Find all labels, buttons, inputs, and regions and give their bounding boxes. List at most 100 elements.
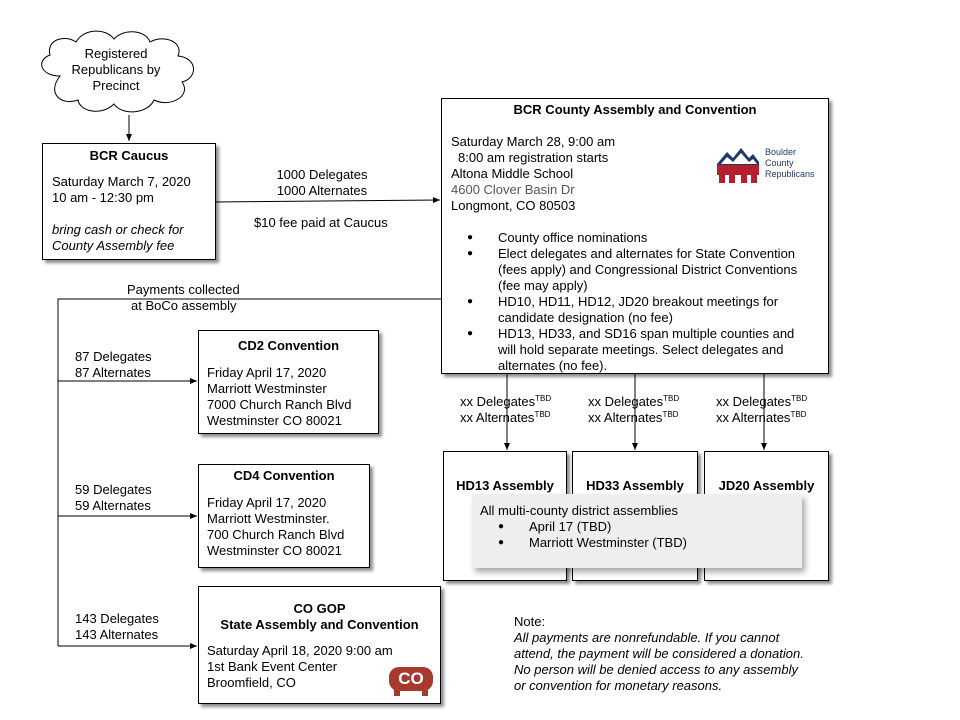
caucus-delegate-counts: 1000 Delegates 1000 Alternates bbox=[260, 167, 384, 199]
state-title: State Assembly and Convention bbox=[220, 617, 419, 632]
multi-county-item-text: Marriott Westminster (TBD) bbox=[529, 535, 687, 550]
delegates-count: 87 Delegates bbox=[75, 349, 152, 364]
agenda-line: HD10, HD11, HD12, JD20 breakout meetings… bbox=[498, 294, 779, 309]
agenda-line: Elect delegates and alternates for State… bbox=[498, 246, 796, 261]
delegates-count: 143 Delegates bbox=[75, 611, 159, 626]
payments-trunk-line bbox=[57, 298, 441, 646]
hd33-delegate-label: xx DelegatesTBD xx AlternatesTBD bbox=[588, 394, 679, 426]
bcr-logo: Boulder County Republicans bbox=[715, 144, 825, 186]
tbd-sup: TBD bbox=[663, 394, 680, 403]
alternates-count: 87 Alternates bbox=[75, 365, 151, 380]
agenda-line: County office nominations bbox=[498, 230, 648, 245]
delegates-label: xx Delegates bbox=[588, 394, 664, 409]
delegates-count: 59 Delegates bbox=[75, 482, 152, 497]
agenda-line: candidate designation (no fee) bbox=[498, 310, 673, 325]
cloud-label: Registered Republicans by Precinct bbox=[50, 46, 182, 94]
note-line: attend, the payment will be considered a… bbox=[514, 646, 804, 661]
alternates-count: 59 Alternates bbox=[75, 498, 151, 513]
cd2-line: Marriott Westminster bbox=[207, 381, 327, 396]
payments-label: Payments collected at BoCo assembly bbox=[127, 282, 240, 314]
agenda-item: HD10, HD11, HD12, JD20 breakout meetings… bbox=[451, 294, 819, 326]
cd4-line: Westminster CO 80021 bbox=[207, 543, 342, 558]
cd2-convention-box: CD2 Convention Friday April 17, 2020 Mar… bbox=[198, 330, 379, 434]
note-block: Note: All payments are nonrefundable. If… bbox=[514, 614, 804, 694]
caucus-fee-label: $10 fee paid at Caucus bbox=[254, 215, 388, 230]
tbd-sup: TBD bbox=[535, 394, 552, 403]
state-title: CO GOP bbox=[293, 601, 346, 616]
delegates-count: 1000 Delegates bbox=[276, 167, 368, 182]
county-assembly-agenda: County office nominations Elect delegate… bbox=[451, 230, 819, 374]
multi-county-callout: All multi-county district assemblies Apr… bbox=[472, 494, 802, 568]
cd4-convention-box: CD4 Convention Friday April 17, 2020 Mar… bbox=[198, 464, 370, 568]
jd20-title: JD20 Assembly bbox=[718, 478, 815, 493]
county-assembly-title: BCR County Assembly and Convention bbox=[513, 102, 757, 117]
county-assembly-box: BCR County Assembly and Convention Satur… bbox=[441, 98, 829, 374]
state-line: Saturday April 18, 2020 9:00 am bbox=[207, 643, 393, 658]
cd2-title: CD2 Convention bbox=[237, 338, 340, 353]
cd2-line: Westminster CO 80021 bbox=[207, 413, 342, 428]
multi-county-item-text: April 17 (TBD) bbox=[529, 519, 612, 534]
payments-line: Payments collected bbox=[127, 282, 240, 297]
caucus-date: Saturday March 7, 2020 bbox=[52, 174, 191, 189]
county-assembly-city: Longmont, CO 80503 bbox=[451, 198, 576, 213]
multi-county-list: April 17 (TBD) Marriott Westminster (TBD… bbox=[482, 519, 794, 551]
cd4-line: Marriott Westminster. bbox=[207, 511, 330, 526]
caucus-box: BCR Caucus Saturday March 7, 2020 10 am … bbox=[42, 143, 216, 260]
state-delegate-counts: 143 Delegates 143 Alternates bbox=[75, 611, 159, 643]
caucus-time: 10 am - 12:30 pm bbox=[52, 190, 154, 205]
payments-line: at BoCo assembly bbox=[131, 298, 237, 313]
state-line: 1st Bank Event Center bbox=[207, 659, 338, 674]
agenda-line: alternates (no fee). bbox=[498, 358, 608, 373]
tbd-sup: TBD bbox=[534, 410, 551, 419]
tbd-sup: TBD bbox=[790, 410, 807, 419]
note-line: or convention for monetary reasons. bbox=[514, 678, 723, 693]
cd2-delegate-counts: 87 Delegates 87 Alternates bbox=[75, 349, 152, 381]
hd33-title: HD33 Assembly bbox=[586, 478, 684, 493]
cd4-delegate-counts: 59 Delegates 59 Alternates bbox=[75, 482, 152, 514]
agenda-line: (fee may apply) bbox=[498, 278, 588, 293]
agenda-line: HD13, HD33, and SD16 span multiple count… bbox=[498, 326, 795, 341]
cd4-line: 700 Church Ranch Blvd bbox=[207, 527, 345, 542]
bcr-logo-line: Boulder bbox=[765, 147, 797, 157]
co-gop-logo: CO bbox=[388, 665, 434, 697]
hd13-title: HD13 Assembly bbox=[456, 478, 554, 493]
delegates-label: xx Delegates bbox=[716, 394, 792, 409]
alternates-label: xx Alternates bbox=[716, 410, 791, 425]
agenda-item: County office nominations bbox=[451, 230, 819, 246]
alternates-label: xx Alternates bbox=[588, 410, 663, 425]
delegates-label: xx Delegates bbox=[460, 394, 536, 409]
county-assembly-street: 4600 Clover Basin Dr bbox=[451, 182, 575, 197]
note-label: Note: bbox=[514, 614, 546, 629]
cd4-title: CD4 Convention bbox=[233, 468, 335, 483]
alternates-count: 143 Alternates bbox=[75, 627, 159, 642]
alternates-label: xx Alternates bbox=[460, 410, 535, 425]
bcr-logo-line: County bbox=[765, 158, 794, 168]
cloud-line: Republicans by bbox=[71, 62, 161, 77]
multi-county-item: Marriott Westminster (TBD) bbox=[482, 535, 794, 551]
agenda-item: HD13, HD33, and SD16 span multiple count… bbox=[451, 326, 819, 374]
tbd-sup: TBD bbox=[662, 410, 679, 419]
bcr-logo-line: Republicans bbox=[765, 169, 815, 179]
caucus-note: bring cash or check for bbox=[52, 222, 184, 237]
co-gop-elephant-logo-icon bbox=[389, 667, 433, 696]
cd2-line: 7000 Church Ranch Blvd bbox=[207, 397, 352, 412]
agenda-item: Elect delegates and alternates for State… bbox=[451, 246, 819, 294]
county-assembly-registration: 8:00 am registration starts bbox=[458, 150, 609, 165]
note-line: No person will be denied access to any a… bbox=[514, 662, 798, 677]
elephant-mountain-logo-icon bbox=[717, 148, 759, 183]
co-gop-logo-text: CO bbox=[398, 669, 424, 688]
caucus-note: County Assembly fee bbox=[52, 238, 175, 253]
agenda-line: (fees apply) and Congressional District … bbox=[498, 262, 798, 277]
county-assembly-date: Saturday March 28, 9:00 am bbox=[451, 134, 616, 149]
cloud-shape bbox=[41, 30, 194, 113]
caucus-title: BCR Caucus bbox=[89, 148, 169, 163]
hd13-delegate-label: xx DelegatesTBD xx AlternatesTBD bbox=[460, 394, 551, 426]
county-assembly-venue: Altona Middle School bbox=[451, 166, 574, 181]
multi-county-heading: All multi-county district assemblies bbox=[480, 503, 678, 518]
agenda-line: will hold separate meetings. Select dele… bbox=[498, 342, 784, 357]
multi-county-item: April 17 (TBD) bbox=[482, 519, 794, 535]
state-line: Broomfield, CO bbox=[207, 675, 296, 690]
bcr-logo-text: Boulder County Republicans bbox=[765, 147, 815, 180]
cd4-line: Friday April 17, 2020 bbox=[207, 495, 327, 510]
